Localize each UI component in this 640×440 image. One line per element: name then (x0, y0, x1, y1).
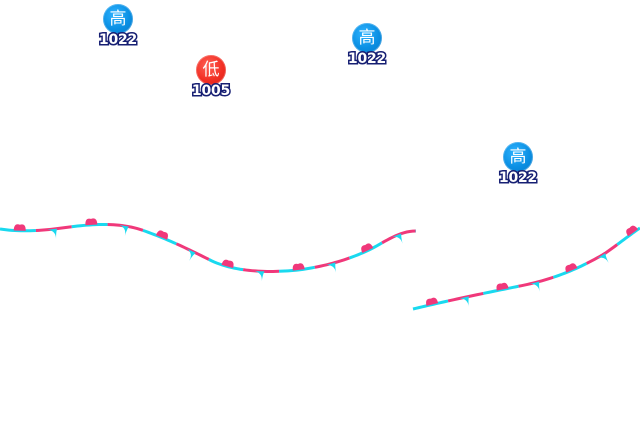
warm-front-semicircle (85, 218, 98, 226)
cold-front-triangle (597, 253, 609, 263)
warm-front-semicircle (426, 297, 439, 306)
warm-front-segment (175, 242, 210, 261)
stationary-front (412, 225, 640, 311)
high-pressure-badge: 高 (503, 142, 533, 172)
low-pressure-badge: 低 (196, 55, 226, 85)
pressure-center-high[interactable]: 高 1022 (88, 4, 148, 50)
cold-front-triangle (254, 271, 265, 282)
warm-front-segment (35, 225, 72, 233)
cold-front-triangle (119, 225, 129, 237)
cold-front-triangle (530, 281, 540, 292)
pressure-value: 1005 (190, 82, 231, 101)
pressure-center-high[interactable]: 高 1022 (337, 23, 397, 69)
cold-front-segment (142, 228, 177, 246)
cold-front-triangle (392, 233, 403, 244)
pressure-value: 1022 (97, 31, 138, 50)
cold-front-triangle (187, 248, 196, 261)
warm-front-semicircle (292, 263, 305, 271)
pressure-value: 1022 (346, 50, 387, 69)
pressure-center-low[interactable]: 低 1005 (181, 55, 241, 101)
warm-front-segment (518, 275, 554, 288)
cold-front-triangle (459, 296, 469, 307)
cold-front-segment (71, 222, 108, 229)
fronts-layer (0, 218, 640, 311)
warm-front-semicircle (496, 282, 509, 291)
warm-front-semicircle (221, 259, 234, 269)
cold-front-triangle (47, 228, 58, 239)
pressure-value: 1022 (497, 169, 538, 188)
stationary-front (0, 218, 416, 282)
pressure-center-high[interactable]: 高 1022 (488, 142, 548, 188)
warm-front-semicircle (565, 263, 578, 273)
cold-front-segment (616, 226, 640, 246)
high-pressure-badge: 高 (103, 4, 133, 34)
cold-front-triangle (326, 262, 336, 273)
high-pressure-badge: 高 (352, 23, 382, 53)
warm-front-semicircle (626, 225, 638, 237)
warm-front-segment (314, 256, 351, 269)
warm-front-semicircle (155, 230, 168, 240)
warm-front-segment (242, 268, 280, 273)
warm-front-semicircle (361, 243, 374, 254)
warm-front-semicircle (13, 224, 26, 231)
warm-front-segment (585, 243, 619, 265)
